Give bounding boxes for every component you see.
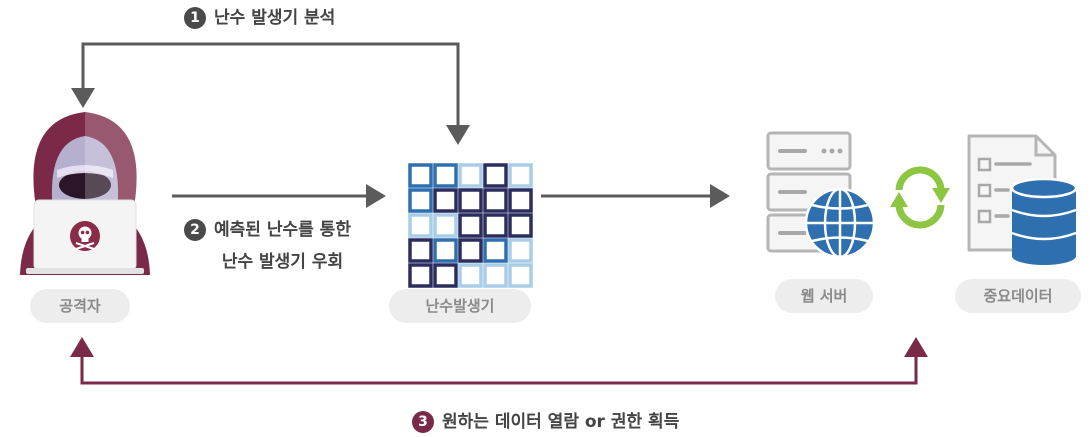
grid-cell [483, 238, 508, 263]
sync-icon [890, 166, 950, 229]
grid-cell [433, 238, 458, 263]
grid-cell [483, 163, 508, 188]
step-3-number: 3 [412, 411, 434, 433]
grid-cell [508, 238, 533, 263]
grid-cell [508, 263, 533, 288]
grid-cell [408, 213, 433, 238]
step-3-label: 3 원하는 데이터 열람 or 권한 획득 [412, 410, 679, 434]
grid-cell [483, 263, 508, 288]
grid-cell [458, 263, 483, 288]
grid-cell [408, 263, 433, 288]
grid-cell [433, 188, 458, 213]
data-label: 중요데이터 [955, 279, 1081, 313]
grid-cell [408, 188, 433, 213]
analysis-arrow [71, 42, 470, 145]
grid-cell [458, 188, 483, 213]
grid-cell [508, 188, 533, 213]
grid-cell [408, 163, 433, 188]
grid-cell [458, 238, 483, 263]
grid-cell [408, 238, 433, 263]
step-3-text: 원하는 데이터 열람 or 권한 획득 [442, 412, 680, 432]
rng-to-server-arrow [541, 184, 730, 208]
grid-cell [483, 188, 508, 213]
step-2-number: 2 [184, 219, 206, 241]
grid-cell [433, 163, 458, 188]
step-2-label: 2 예측된 난수를 통한 난수 발생기 우회 [184, 218, 351, 274]
rng-label: 난수발생기 [389, 289, 531, 323]
attacker-label: 공격자 [30, 289, 130, 323]
grid-cell [508, 163, 533, 188]
grid-cell [433, 263, 458, 288]
database-document-icon [967, 134, 1078, 265]
step-1-text: 난수 발생기 분석 [214, 8, 336, 28]
step-2-line-1: 예측된 난수를 통한 [214, 220, 351, 240]
server-globe-icon [766, 131, 876, 259]
grid-cell [458, 163, 483, 188]
hacker-icon [20, 112, 150, 275]
access-arrow [70, 337, 928, 385]
grid-cell [458, 213, 483, 238]
step-1-number: 1 [184, 7, 206, 29]
grid-cell [483, 213, 508, 238]
bypass-arrow [172, 184, 386, 208]
grid-cell [433, 213, 458, 238]
grid-icon [408, 163, 533, 288]
step-2-line-2: 난수 발생기 우회 [221, 252, 344, 272]
grid-cell [508, 213, 533, 238]
webserver-label: 웹 서버 [775, 279, 873, 313]
step-1-label: 1 난수 발생기 분석 [184, 6, 335, 30]
